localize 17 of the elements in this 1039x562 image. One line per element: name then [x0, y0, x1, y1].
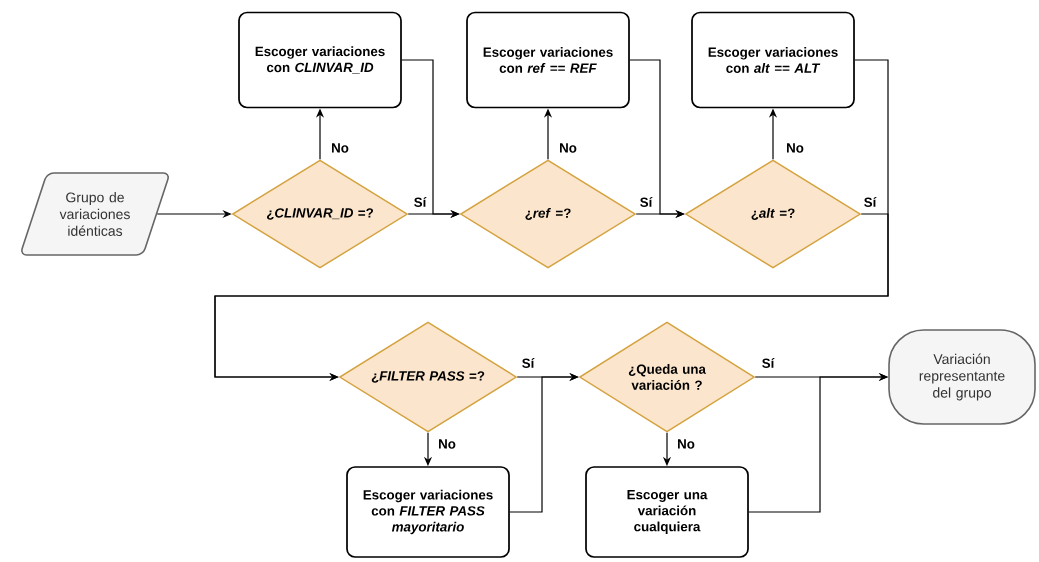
process-box: Escoger variaciones con ref == REF — [466, 11, 630, 109]
edge-label: Sí — [520, 356, 536, 370]
process-box: Escoger variaciones con alt == ALT — [691, 11, 855, 109]
terminal-box: Variación representante del grupo — [888, 329, 1036, 425]
edge-label: No — [557, 142, 579, 154]
process-box: Escoger variaciones con FILTER PASS mayoritario — [346, 466, 510, 558]
edge-label: Sí — [412, 195, 428, 209]
edge-label: Sí — [760, 356, 776, 370]
process-box: Escoger una variación cualquiera — [585, 466, 749, 558]
edge-label: No — [675, 438, 697, 450]
edge-label: No — [329, 142, 351, 154]
input-parallelogram: Grupo de variaciones idénticas — [21, 172, 169, 256]
process-box: Escoger variaciones con CLINVAR_ID — [238, 11, 402, 109]
edge-label: Sí — [862, 195, 878, 209]
edge-label: Sí — [638, 195, 654, 209]
edge-label: No — [784, 142, 806, 154]
edge-label: No — [436, 438, 458, 450]
